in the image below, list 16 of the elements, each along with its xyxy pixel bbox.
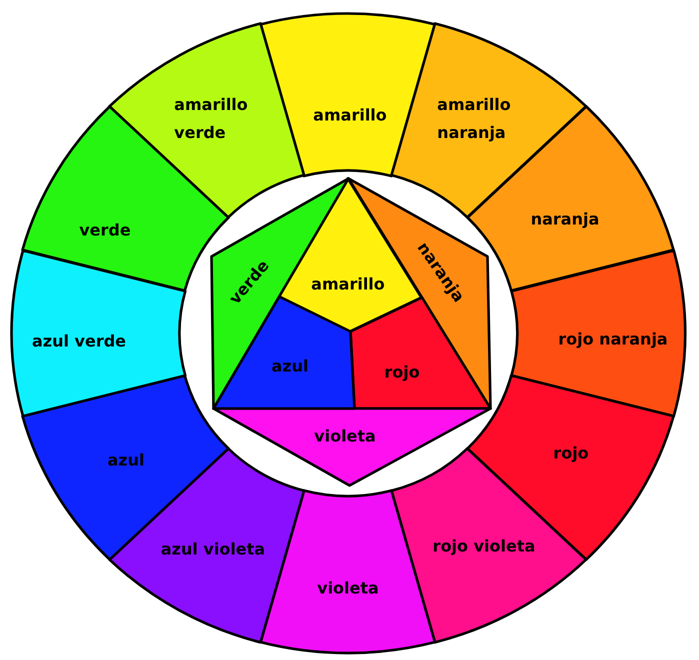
color-name: azul <box>272 356 308 376</box>
color-name: violeta <box>317 578 379 598</box>
color-name: rojo violeta <box>432 536 536 556</box>
color-name: verde <box>79 220 131 240</box>
color-name: amarillo <box>311 274 385 294</box>
color-name: rojo <box>553 443 589 463</box>
color-name: azul violeta <box>160 539 266 559</box>
color-name: amarillo <box>313 105 387 125</box>
color-name: rojo <box>384 362 420 382</box>
color-name: amarillo verde <box>174 94 248 144</box>
color-name: naranja <box>530 209 600 229</box>
color-name: rojo naranja <box>558 329 668 349</box>
color-name: amarillo naranja <box>437 94 511 144</box>
color-name: azul verde <box>32 331 126 351</box>
color-name: azul <box>108 450 144 470</box>
color-name: violeta <box>314 426 376 446</box>
